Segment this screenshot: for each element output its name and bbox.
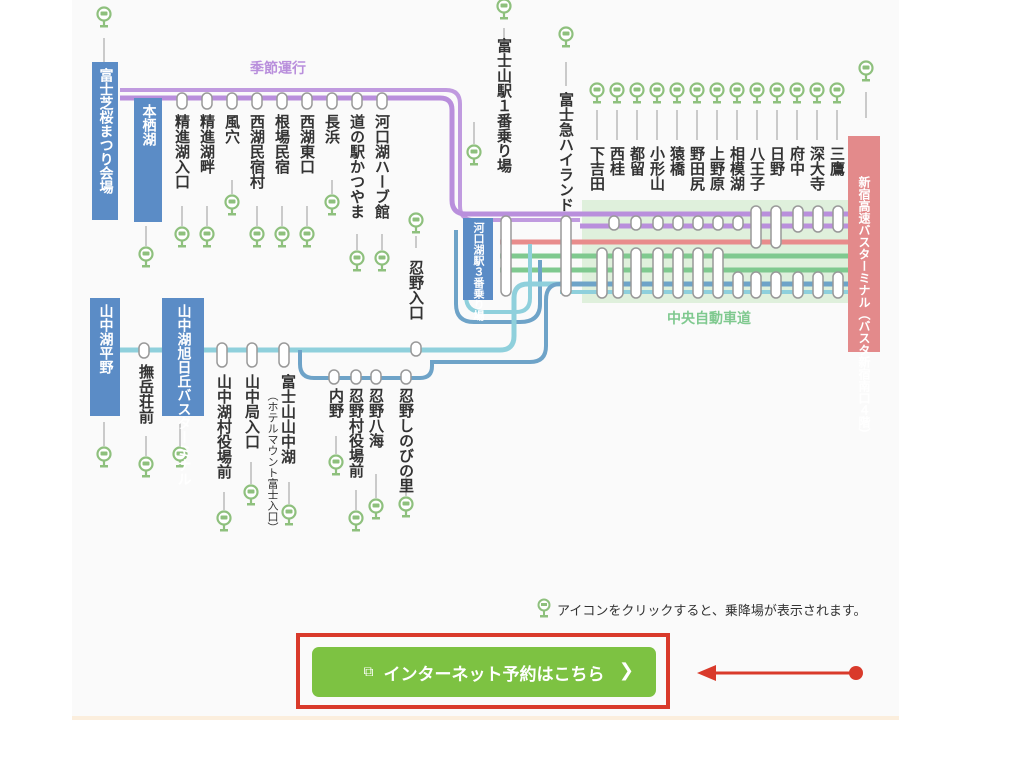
terminal-yamanakako-hirano[interactable]: 山中湖平野 [90, 298, 120, 416]
stop-name: 忍野村役場前 [347, 388, 365, 478]
panel-divider [72, 716, 899, 720]
bus-stop-icon[interactable] [858, 60, 874, 83]
chevron-right-icon: ❯ [618, 660, 634, 681]
bus-stop-icon[interactable] [349, 250, 365, 273]
bus-stop-icon[interactable] [496, 0, 512, 21]
bus-stop-icon[interactable] [789, 82, 805, 105]
bus-stop-icon[interactable] [138, 456, 154, 479]
stop-name: 下吉田 [588, 146, 606, 191]
stop-name: 根場民宿 [273, 114, 291, 174]
stop-name: 忍野八海 [367, 388, 385, 448]
bus-stop-icon[interactable] [348, 510, 364, 533]
bus-stop-icon[interactable] [328, 454, 344, 477]
bus-stop-icon[interactable] [216, 510, 232, 533]
bus-stop-icon[interactable] [769, 82, 785, 105]
bus-stop-icon[interactable] [96, 446, 112, 469]
map-note-text: アイコンをクリックすると、乗降場が表示されます。 [557, 603, 867, 619]
stop-name: 府中 [788, 146, 806, 176]
stop-name: 山中局入口 [243, 374, 261, 449]
bus-stop-icon[interactable] [558, 26, 574, 49]
bus-stop-icon[interactable] [249, 226, 265, 249]
stop-name: 都留 [628, 146, 646, 176]
stop-name: 長浜 [323, 114, 341, 144]
stop-name: 八王子 [748, 146, 766, 191]
reservation-button-label: インターネット予約はこちら [383, 664, 605, 685]
oshino-route-line [298, 282, 561, 380]
bus-stop-icon[interactable] [368, 498, 384, 521]
bus-stop-icon[interactable] [243, 484, 259, 507]
bus-stop-icon[interactable] [174, 226, 190, 249]
bus-stop-icon[interactable] [466, 144, 482, 167]
terminal-shinjuku[interactable]: 新宿高速バスターミナル（バスタ新宿南口４階） [848, 136, 880, 440]
stop-name: 河口湖ハーブ館 [373, 114, 391, 219]
bus-stop-icon[interactable] [629, 82, 645, 105]
bus-stop-icon [537, 598, 551, 618]
kawaguchiko-loop-2 [454, 230, 542, 324]
stop-name: 西湖東口 [298, 114, 316, 174]
bus-stop-icon[interactable] [649, 82, 665, 105]
stop-name: 日野 [768, 146, 786, 176]
bus-stop-icon[interactable] [669, 82, 685, 105]
bus-stop-icon[interactable] [689, 82, 705, 105]
kawaguchiko-loop-1 [464, 220, 532, 314]
stop-name: 山中湖村役場前 [215, 374, 233, 479]
bus-stop-icon[interactable] [809, 82, 825, 105]
bus-stop-icon[interactable] [199, 226, 215, 249]
stop-name: 野田尻 [688, 146, 706, 191]
arrow-pointer-icon [697, 665, 863, 681]
bus-stop-icon[interactable] [324, 194, 340, 217]
terminal-motosuko[interactable]: 本栖湖 [134, 98, 162, 222]
stop-name: 富士山山中湖 [279, 374, 297, 464]
bus-stop-icon[interactable] [829, 82, 845, 105]
stop-name: 小形山 [648, 146, 666, 191]
route-map-panel [72, 0, 899, 718]
stop-name: 上野原 [708, 146, 726, 191]
bus-stop-icon[interactable] [299, 226, 315, 249]
bus-stop-icon[interactable] [589, 82, 605, 105]
external-link-icon: ⧉ [363, 664, 374, 680]
bus-stop-icon[interactable] [281, 504, 297, 527]
stop-name: 内野 [327, 388, 345, 418]
bus-stop-icon[interactable] [374, 250, 390, 273]
expressway-label: 中央自動車道 [667, 311, 751, 327]
stop-name-sub: （ホテルマウント富士入口） [266, 390, 279, 533]
bus-stop-icon[interactable] [224, 194, 240, 217]
stop-name: 精進湖入口 [173, 114, 191, 189]
bus-stop-icon[interactable] [398, 496, 414, 519]
reserve-highlight-frame [296, 633, 670, 709]
terminal-kawaguchiko-station[interactable]: 河口湖駅３番乗り場 [463, 218, 493, 321]
stop-name: 忍野入口 [407, 260, 425, 320]
bus-stop-icon[interactable] [709, 82, 725, 105]
stop-name: 富士急ハイランド [557, 92, 575, 212]
stop-name: 忍野しのびの里 [397, 388, 415, 493]
internet-reservation-button[interactable]: ⧉ インターネット予約はこちら ❯ [312, 647, 656, 697]
stop-name: 相模湖 [728, 146, 746, 191]
bus-stop-icon[interactable] [274, 226, 290, 249]
terminal-fuji-shibazakura[interactable]: 富士芝桜まつり会場 [92, 62, 118, 220]
stop-name: 三鷹 [828, 146, 846, 176]
yamanakako-route-line [120, 281, 560, 353]
bus-stop-icon[interactable] [408, 212, 424, 235]
stop-name: 西湖民宿村 [248, 114, 266, 189]
stop-name: 深大寺 [808, 146, 826, 191]
stop-name: 風穴 [223, 114, 241, 144]
seasonal-label: 季節運行 [250, 61, 306, 77]
stop-name: 西桂 [608, 146, 626, 176]
stop-name: 富士山駅１番乗り場 [495, 38, 513, 173]
bus-stop-icon[interactable] [749, 82, 765, 105]
stop-name: 撫岳荘前 [137, 364, 155, 424]
bus-stop-icon[interactable] [729, 82, 745, 105]
stop-name: 道の駅かつやま [348, 114, 366, 219]
stop-name: 猿橋 [668, 146, 686, 176]
terminal-yamanakako-asahigaoka[interactable]: 山中湖旭日丘バスターミナル [162, 298, 204, 486]
bus-stop-icon[interactable] [138, 246, 154, 269]
bus-stop-icon[interactable] [96, 6, 112, 29]
map-note: アイコンをクリックすると、乗降場が表示されます。 [537, 594, 867, 624]
bus-stop-icon[interactable] [609, 82, 625, 105]
stop-name: 精進湖畔 [198, 114, 216, 174]
